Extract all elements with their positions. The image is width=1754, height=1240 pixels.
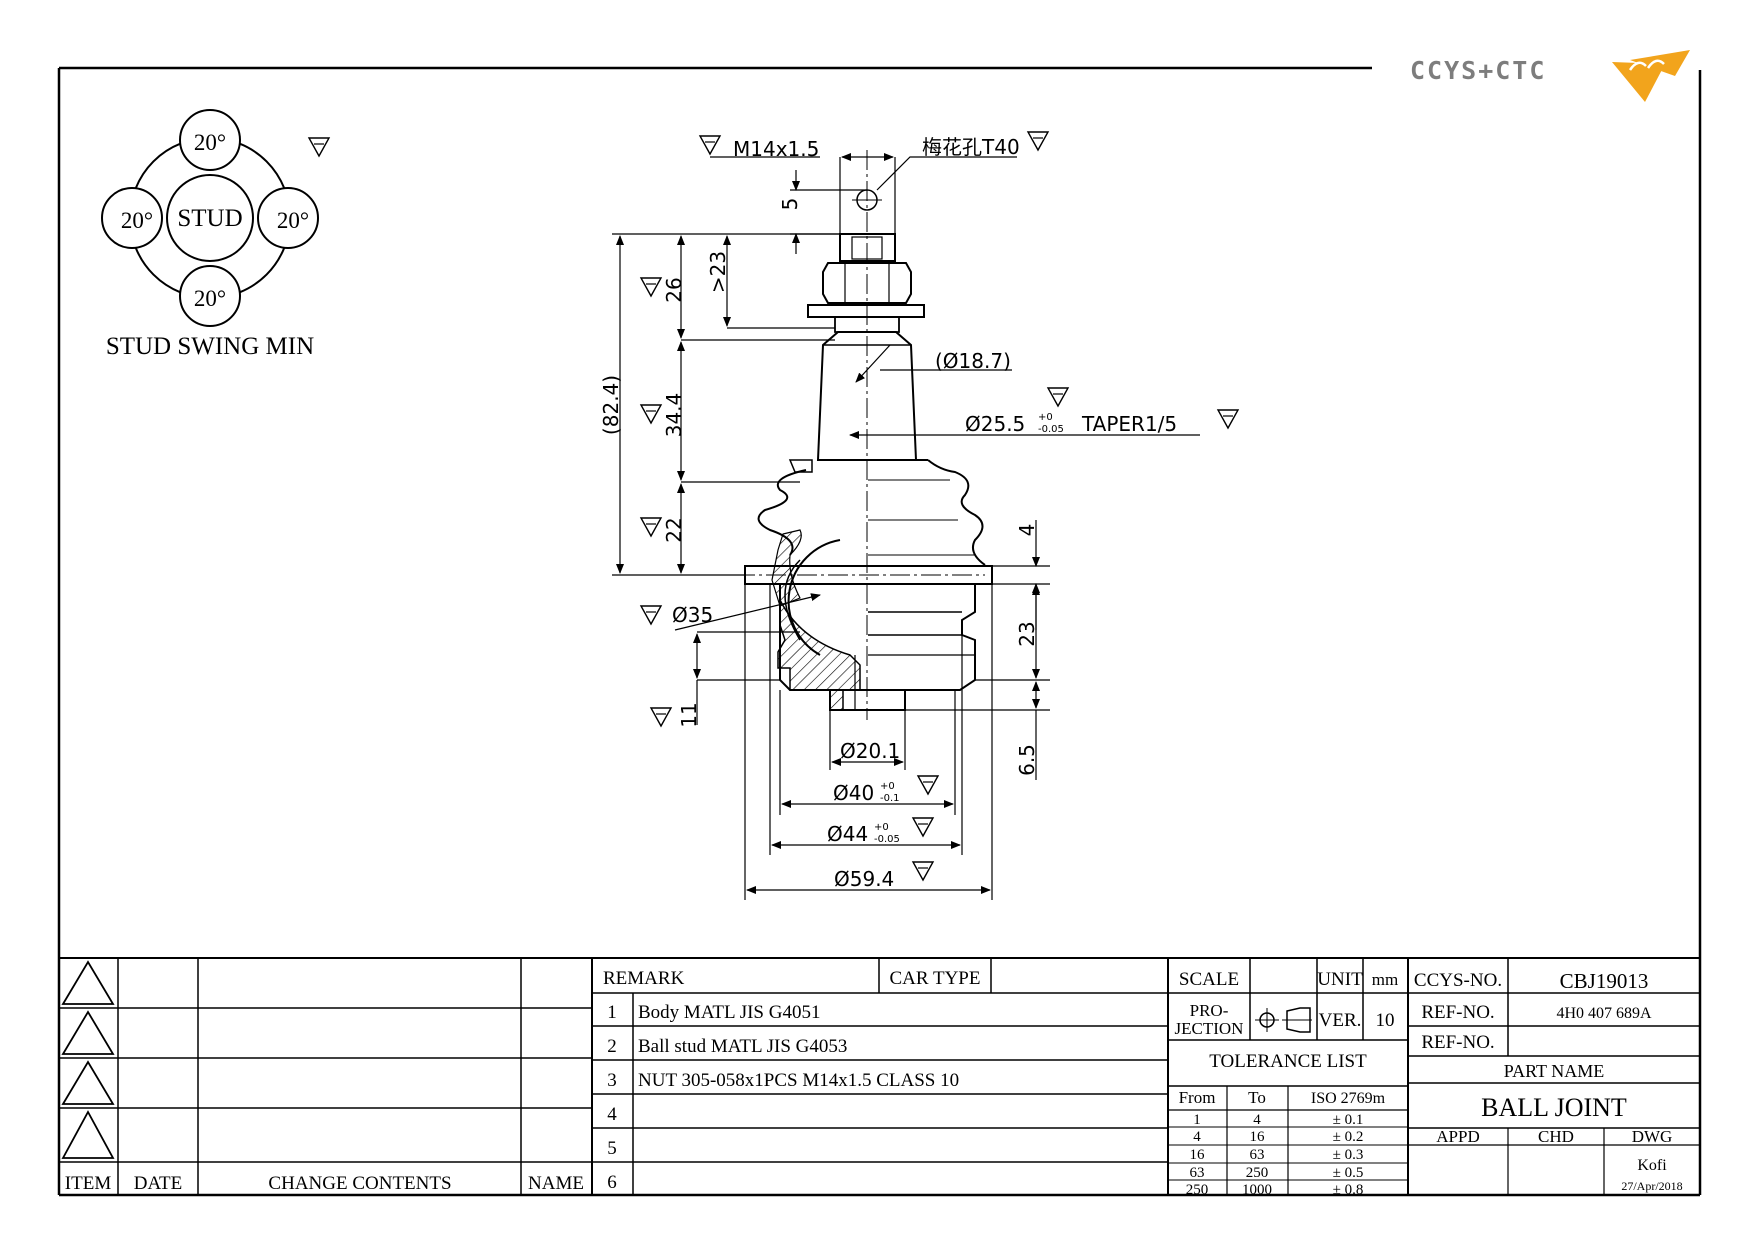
dim-44-tol-up: +0	[874, 822, 889, 833]
tolerance-from: 16	[1190, 1147, 1206, 1163]
tolerance-value: ± 0.1	[1333, 1112, 1364, 1128]
ref-no-2-label: REF-NO.	[1421, 1032, 1494, 1053]
part-name-value: BALL JOINT	[1481, 1093, 1627, 1122]
revision-table	[59, 958, 593, 1195]
tolerance-header-from: From	[1179, 1088, 1216, 1107]
tolerance-from: 4	[1193, 1129, 1201, 1145]
dim-59-4: Ø59.4	[834, 867, 894, 891]
dim-5: 5	[778, 198, 802, 211]
swing-angle-bottom: 20°	[194, 286, 226, 311]
thread-dim: M14x1.5	[733, 137, 819, 161]
version-label: VER.	[1319, 1010, 1362, 1031]
tolerance-value: ± 0.3	[1333, 1147, 1364, 1163]
dwg-label: DWG	[1632, 1127, 1673, 1146]
surface-finish-icon	[308, 137, 330, 157]
logo-text: CCYS+CTC	[1410, 56, 1546, 85]
dim-44: Ø44	[827, 822, 868, 846]
version-value: 10	[1376, 1010, 1395, 1031]
dim-40-tol-dn: -0.1	[880, 793, 900, 804]
tolerance-value: ± 0.2	[1333, 1129, 1364, 1145]
remark-header: REMARK	[603, 968, 685, 989]
dim-35: Ø35	[672, 603, 713, 627]
stud-swing-diagram: STUD 20° 20° 20° 20° STUD SWING MIN	[101, 109, 330, 360]
scale-label: SCALE	[1179, 969, 1239, 990]
ref-no-label: REF-NO.	[1421, 1002, 1494, 1023]
remarks-table	[592, 958, 1169, 1195]
dim-20-1: Ø20.1	[840, 739, 900, 763]
torx-dim: 梅花孔T40	[922, 135, 1020, 159]
remark-no: 5	[607, 1138, 617, 1159]
dim-34-4: 34.4	[662, 393, 686, 438]
swing-angle-top: 20°	[194, 130, 226, 155]
stud-label: STUD	[177, 205, 242, 232]
car-type-header: CAR TYPE	[890, 968, 981, 989]
revision-header-change: CHANGE CONTENTS	[268, 1173, 451, 1194]
tolerance-from: 250	[1186, 1182, 1209, 1198]
tolerance-header-to: To	[1248, 1088, 1266, 1107]
ccys-no-label: CCYS-NO.	[1414, 970, 1502, 991]
dim-82-4: (82.4)	[599, 375, 623, 435]
unit-value: mm	[1372, 970, 1398, 989]
swing-angle-right: 20°	[277, 208, 309, 233]
tolerance-title: TOLERANCE LIST	[1209, 1051, 1367, 1072]
dim-40: Ø40	[833, 781, 874, 805]
remark-no: 3	[607, 1070, 617, 1091]
remark-no: 6	[607, 1172, 617, 1193]
dim-18-7: (Ø18.7)	[935, 349, 1011, 373]
revision-header-item: ITEM	[65, 1173, 112, 1194]
remark-no: 2	[607, 1036, 617, 1057]
company-logo: CCYS+CTC	[1410, 50, 1690, 102]
swing-angle-left: 20°	[121, 208, 153, 233]
drawer-name: Kofi	[1637, 1157, 1667, 1174]
dim-25-5-tol-dn: -0.05	[1038, 424, 1064, 435]
remark-text: Body MATL JIS G4051	[638, 1002, 820, 1023]
dim-40-tol-up: +0	[880, 781, 895, 792]
dim-25-5: Ø25.5	[965, 412, 1025, 436]
dim-6-5: 6.5	[1015, 744, 1039, 776]
ccys-no-value: CBJ19013	[1560, 969, 1649, 993]
title-block	[1408, 958, 1700, 1195]
scale-projection-block	[1168, 958, 1409, 1195]
chd-label: CHD	[1538, 1127, 1574, 1146]
taper-dim: TAPER1/5	[1081, 412, 1177, 436]
tolerance-value: ± 0.5	[1333, 1165, 1364, 1181]
tolerance-to: 4	[1253, 1112, 1261, 1128]
dim-44-tol-dn: -0.05	[874, 834, 900, 845]
dim-25-5-tol-up: +0	[1038, 412, 1053, 423]
remark-no: 1	[607, 1002, 617, 1023]
ref-no-value: 4H0 407 689A	[1556, 1005, 1652, 1022]
dimension-labels: M14x1.5 梅花孔T40 5 >23 26 (82.4) 34.4 22 (…	[599, 131, 1239, 891]
tolerance-to: 63	[1250, 1147, 1265, 1163]
dim-4: 4	[1015, 524, 1039, 537]
remark-no: 4	[607, 1104, 617, 1125]
tolerance-from: 1	[1193, 1112, 1201, 1128]
tolerance-to: 1000	[1242, 1182, 1272, 1198]
unit-label: UNIT	[1317, 969, 1363, 990]
dim-26: 26	[662, 277, 686, 302]
part-name-label: PART NAME	[1504, 1061, 1604, 1081]
tolerance-header-iso: ISO 2769m	[1311, 1090, 1386, 1107]
tolerance-value: ± 0.8	[1333, 1182, 1364, 1198]
drawing-date: 27/Apr/2018	[1621, 1179, 1682, 1193]
tolerance-from: 63	[1190, 1165, 1205, 1181]
revision-header-name: NAME	[528, 1173, 584, 1194]
dim-23-top: >23	[706, 251, 730, 293]
dim-23: 23	[1015, 621, 1039, 646]
appd-label: APPD	[1436, 1127, 1479, 1146]
dim-22: 22	[662, 517, 686, 542]
revision-header-date: DATE	[134, 1173, 183, 1194]
tolerance-to: 16	[1250, 1129, 1266, 1145]
dimension-lines	[612, 153, 1200, 900]
remark-text: Ball stud MATL JIS G4053	[638, 1036, 847, 1057]
dim-11: 11	[677, 702, 701, 727]
projection-label-1: PRO-	[1190, 1001, 1229, 1020]
swing-caption: STUD SWING MIN	[106, 333, 314, 360]
projection-label-2: JECTION	[1175, 1019, 1244, 1038]
remark-text: NUT 305-058x1PCS M14x1.5 CLASS 10	[638, 1070, 959, 1091]
tolerance-to: 250	[1246, 1165, 1269, 1181]
